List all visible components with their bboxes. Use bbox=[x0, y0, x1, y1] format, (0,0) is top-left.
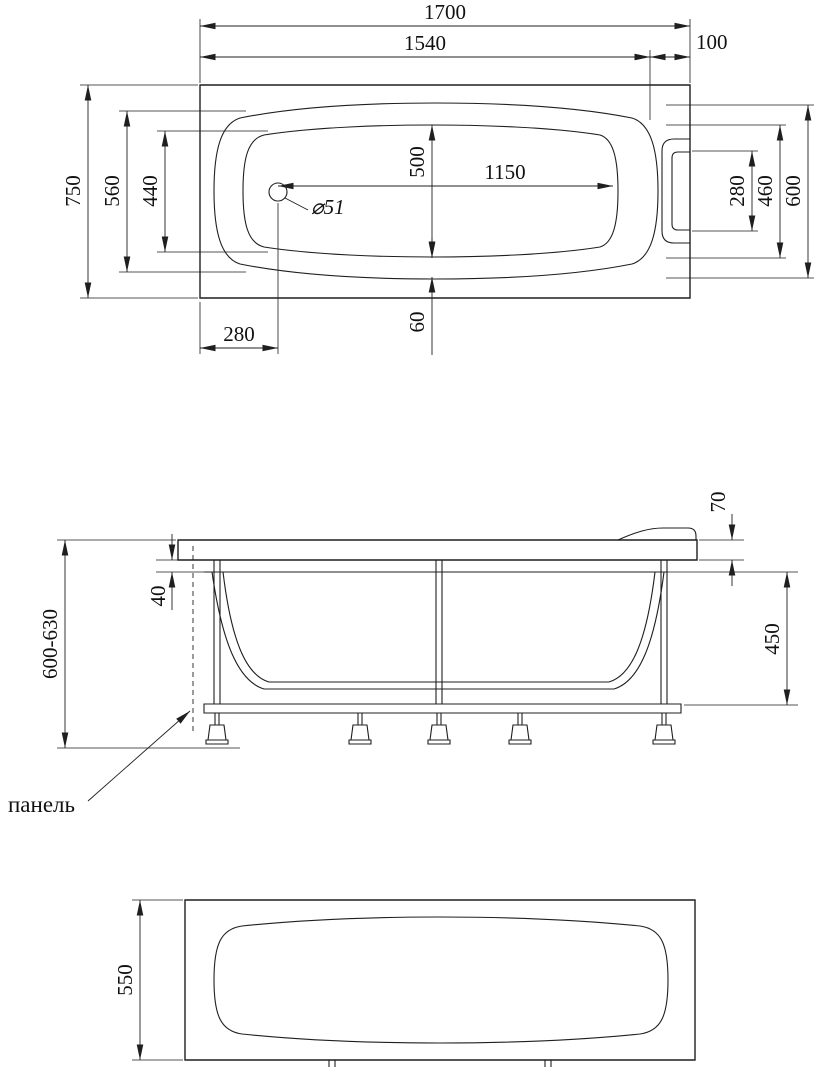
base-inner-outline bbox=[213, 916, 669, 1044]
dim-label-overall-width: 750 bbox=[61, 175, 85, 207]
drain-leader-line bbox=[284, 197, 309, 211]
dim-label-drain-to-end: 1150 bbox=[484, 160, 525, 184]
frame-bottom-rail bbox=[203, 703, 682, 714]
adjustable-feet bbox=[205, 713, 676, 745]
dim-label-right-outer: 600 bbox=[781, 175, 805, 207]
base-outer-rect bbox=[184, 899, 696, 1061]
dim-label-inner-length: 1540 bbox=[404, 31, 446, 55]
front-view: 600-630 450 70 40 панель bbox=[8, 492, 798, 817]
panel-leader-line bbox=[87, 710, 191, 802]
dim-label-base-width: 550 bbox=[113, 964, 137, 996]
dim-label-frame-height: 450 bbox=[760, 623, 784, 655]
headrest-bump bbox=[617, 527, 697, 541]
dim-label-drain-diameter: ⌀51 bbox=[311, 195, 345, 219]
front-extension-lines bbox=[57, 539, 798, 749]
panel-label: панель bbox=[8, 792, 75, 817]
frame-legs bbox=[213, 560, 668, 704]
rim-slab bbox=[177, 539, 698, 561]
base-edge-ticks bbox=[328, 1060, 552, 1067]
shell-outer-profile bbox=[211, 571, 665, 690]
dim-label-right-inner: 280 bbox=[725, 175, 749, 207]
dim-label-headrest-ledge: 100 bbox=[696, 30, 728, 54]
top-extension-lines bbox=[80, 19, 814, 354]
dim-label-basin-width: 440 bbox=[138, 175, 162, 207]
bottom-view: 550 bbox=[113, 899, 696, 1067]
headrest-bracket bbox=[661, 138, 690, 244]
dim-label-rim-thickness: 70 bbox=[706, 492, 730, 513]
dim-label-rim-drop: 40 bbox=[146, 586, 170, 607]
dim-label-right-middle: 460 bbox=[753, 175, 777, 207]
dim-label-drain-offset: 280 bbox=[223, 322, 255, 346]
top-view: 1700 1540 100 750 560 440 500 1150 ⌀51 2… bbox=[61, 0, 814, 355]
shell-inner-profile bbox=[222, 571, 656, 683]
tub-outer-rect bbox=[199, 84, 691, 299]
dim-label-rim-gap: 60 bbox=[405, 312, 429, 333]
dim-label-center-width: 500 bbox=[405, 146, 429, 178]
tub-basin-outline bbox=[242, 124, 619, 258]
dim-label-total-height: 600-630 bbox=[38, 609, 62, 679]
tub-rim-outline bbox=[213, 102, 659, 280]
dim-label-overall-length: 1700 bbox=[424, 0, 466, 24]
dim-label-rim-width: 560 bbox=[100, 175, 124, 207]
